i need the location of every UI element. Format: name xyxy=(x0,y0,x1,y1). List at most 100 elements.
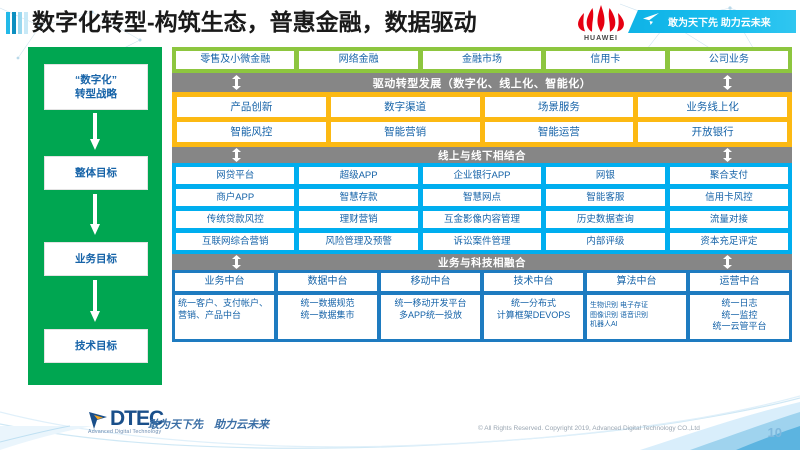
platform-column: 算法中台 生物识别 电子存证 图像识别 语音识别 机器人AI xyxy=(587,273,686,339)
capability-item: 智能运营 xyxy=(484,122,634,142)
channel-item: 网贷平台 xyxy=(176,167,295,184)
page-number: 10 xyxy=(767,425,782,440)
platform-column-body: 统一分布式 计算框架DEVOPS xyxy=(484,295,583,339)
strategy-item-0: “数字化” 转型战略 xyxy=(44,64,148,110)
business-lines-row: 零售及小微金融 网络金融 金融市场 信用卡 公司业务 xyxy=(176,51,789,69)
channel-item: 风险管理及预警 xyxy=(299,233,418,250)
double-arrow-icon xyxy=(232,148,241,165)
architecture-stack: 零售及小微金融 网络金融 金融市场 信用卡 公司业务 驱动转型发展（数字化、线上… xyxy=(172,47,792,342)
connector-bar-3: 业务与科技相融合 xyxy=(172,254,792,270)
business-line-item: 金融市场 xyxy=(422,51,542,69)
channel-item: 商户APP xyxy=(176,189,295,206)
header-ribbon: 敢为天下先 助力云未来 xyxy=(628,10,796,33)
platform-column-title: 业务中台 xyxy=(175,273,274,291)
strategy-item-label: 整体目标 xyxy=(75,167,117,179)
down-arrow-icon-1 xyxy=(90,194,100,236)
business-lines-band: 零售及小微金融 网络金融 金融市场 信用卡 公司业务 xyxy=(172,47,792,73)
channel-item: 超级APP xyxy=(299,167,418,184)
channel-item: 流量对接 xyxy=(669,211,789,228)
platform-column-title: 运营中台 xyxy=(690,273,789,291)
down-arrow-icon-0 xyxy=(90,113,100,151)
channel-item: 聚合支付 xyxy=(669,167,789,184)
title-accent-bars-icon xyxy=(6,12,28,34)
double-arrow-icon xyxy=(723,255,732,272)
channel-item: 内部评级 xyxy=(546,233,665,250)
slide-footer: DTEC Advanced Digital Technology 敢为天下先 助… xyxy=(0,394,800,450)
capability-item: 智能风控 xyxy=(177,122,326,142)
capability-item: 数字渠道 xyxy=(330,97,480,117)
channel-item: 智慧存款 xyxy=(299,189,418,206)
platform-band: 业务中台 统一客户、支付帐户、营销、产品中台 数据中台 统一数据规范 统一数据集… xyxy=(172,270,792,342)
double-arrow-icon xyxy=(723,75,732,93)
platform-column-title: 技术中台 xyxy=(484,273,583,291)
platform-column-body: 统一移动开发平台 多APP统一投放 xyxy=(381,295,480,339)
channel-item: 企业银行APP xyxy=(422,167,542,184)
slide-header: 数字化转型-构筑生态，普惠金融，数据驱动 HUAWEI 敢为天下先 助力云未来 xyxy=(0,0,800,44)
platform-column: 运营中台 统一日志 统一监控 统一云管平台 xyxy=(690,273,789,339)
capability-item: 智能营销 xyxy=(330,122,480,142)
dtec-logo: DTEC Advanced Digital Technology xyxy=(88,408,193,436)
platform-column-body: 统一客户、支付帐户、营销、产品中台 xyxy=(175,295,274,339)
platform-column: 技术中台 统一分布式 计算框架DEVOPS xyxy=(484,273,583,339)
channel-row-4: 互联网综合营销 风险管理及预警 诉讼案件管理 内部评级 资本充足评定 xyxy=(176,233,789,250)
platform-column-title: 数据中台 xyxy=(278,273,377,291)
platform-column: 数据中台 统一数据规范 统一数据集市 xyxy=(278,273,377,339)
platform-column-body: 统一数据规范 统一数据集市 xyxy=(278,295,377,339)
copyright-text: © All Rights Reserved. Copyright 2019, A… xyxy=(478,425,700,432)
channel-item: 智慧网点 xyxy=(422,189,542,206)
business-line-item: 网络金融 xyxy=(299,51,418,69)
platform-column-title: 移动中台 xyxy=(381,273,480,291)
paper-plane-icon xyxy=(642,12,660,31)
footer-wave-decoration xyxy=(0,394,800,450)
channel-item: 智能客服 xyxy=(546,189,665,206)
double-arrow-icon xyxy=(232,255,241,272)
double-arrow-icon xyxy=(723,148,732,165)
strategy-item-label: “数字化” 转型战略 xyxy=(75,74,117,100)
page-title: 数字化转型-构筑生态，普惠金融，数据驱动 xyxy=(32,9,477,35)
strategy-item-1: 整体目标 xyxy=(44,156,148,190)
platform-grid: 业务中台 统一客户、支付帐户、营销、产品中台 数据中台 统一数据规范 统一数据集… xyxy=(175,273,789,339)
double-arrow-icon xyxy=(232,75,241,93)
huawei-wordmark: HUAWEI xyxy=(584,35,618,42)
capability-item: 场景服务 xyxy=(484,97,634,117)
capability-row-1: 产品创新 数字渠道 场景服务 业务线上化 xyxy=(177,97,787,117)
platform-column-body: 生物识别 电子存证 图像识别 语音识别 机器人AI xyxy=(587,295,686,339)
strategy-item-label: 技术目标 xyxy=(75,340,117,352)
channel-item: 网银 xyxy=(546,167,665,184)
channel-item: 诉讼案件管理 xyxy=(422,233,542,250)
channel-item: 互金影像内容管理 xyxy=(422,211,542,228)
channel-item: 资本充足评定 xyxy=(669,233,789,250)
capability-item: 开放银行 xyxy=(638,122,787,142)
strategy-item-2: 业务目标 xyxy=(44,242,148,276)
connector-label: 业务与科技相融合 xyxy=(438,256,526,269)
channel-item: 历史数据查询 xyxy=(546,211,665,228)
platform-column: 移动中台 统一移动开发平台 多APP统一投放 xyxy=(381,273,480,339)
business-line-item: 信用卡 xyxy=(546,51,665,69)
channel-item: 理财营销 xyxy=(299,211,418,228)
huawei-logo: HUAWEI xyxy=(572,2,630,42)
capability-item: 产品创新 xyxy=(177,97,326,117)
connector-label: 线上与线下相结合 xyxy=(438,149,526,162)
connector-bar-1: 驱动转型发展（数字化、线上化、智能化） xyxy=(172,73,792,92)
channel-item: 传统贷款风控 xyxy=(176,211,295,228)
channel-row-3: 传统贷款风控 理财营销 互金影像内容管理 历史数据查询 流量对接 xyxy=(176,211,789,228)
platform-column-body: 统一日志 统一监控 统一云管平台 xyxy=(690,295,789,339)
strategy-item-3: 技术目标 xyxy=(44,329,148,363)
strategy-item-label: 业务目标 xyxy=(75,253,117,265)
business-line-item: 公司业务 xyxy=(669,51,789,69)
channel-band: 网贷平台 超级APP 企业银行APP 网银 聚合支付 商户APP 智慧存款 智慧… xyxy=(172,163,792,254)
channel-item: 互联网综合营销 xyxy=(176,233,295,250)
channel-row-2: 商户APP 智慧存款 智慧网点 智能客服 信用卡风控 xyxy=(176,189,789,206)
capability-row-2: 智能风控 智能营销 智能运营 开放银行 xyxy=(177,122,787,142)
platform-column-title: 算法中台 xyxy=(587,273,686,291)
capability-item: 业务线上化 xyxy=(638,97,787,117)
ribbon-text: 敢为天下先 助力云未来 xyxy=(668,18,771,29)
dtec-tagline: Advanced Digital Technology xyxy=(88,429,162,435)
platform-column: 业务中台 统一客户、支付帐户、营销、产品中台 xyxy=(175,273,274,339)
channel-item: 信用卡风控 xyxy=(669,189,789,206)
connector-bar-2: 线上与线下相结合 xyxy=(172,147,792,163)
dtec-wordmark: DTEC xyxy=(110,407,164,430)
down-arrow-icon-2 xyxy=(90,280,100,323)
footer-slogan: 敢为天下先 助力云未来 xyxy=(148,419,269,431)
